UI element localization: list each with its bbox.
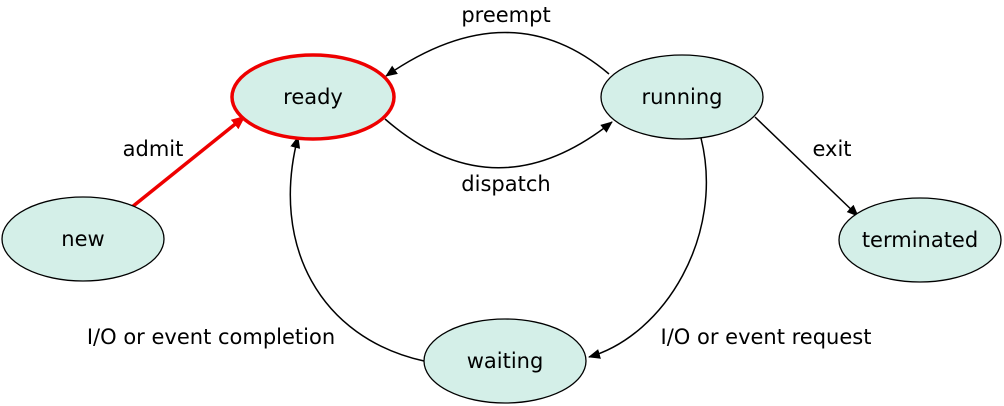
edge-exit	[754, 116, 859, 217]
node-ready: ready	[230, 53, 396, 141]
edge-label-exit: exit	[812, 137, 851, 161]
node-new: new	[1, 196, 165, 282]
edge-io-completion	[289, 136, 425, 362]
edge-dispatch	[384, 118, 613, 169]
edge-label-admit: admit	[123, 137, 184, 161]
node-terminated: terminated	[838, 197, 1002, 283]
node-running-shape	[600, 54, 764, 140]
edge-preempt	[385, 31, 610, 77]
node-new-label: new	[61, 227, 104, 251]
edge-label-preempt: preempt	[461, 3, 550, 27]
node-ready-label: ready	[283, 85, 343, 109]
node-terminated-shape	[838, 197, 1002, 283]
node-waiting: waiting	[423, 318, 587, 404]
node-terminated-label: terminated	[862, 228, 978, 252]
node-running-label: running	[641, 85, 722, 109]
edge-label-dispatch: dispatch	[461, 172, 550, 196]
edge-label-io-completion: I/O or event completion	[87, 325, 335, 349]
node-ready-shape	[230, 53, 396, 141]
edge-io-request	[588, 137, 708, 359]
node-waiting-label: waiting	[467, 349, 544, 373]
node-waiting-shape	[423, 318, 587, 404]
edge-admit	[130, 115, 246, 209]
edge-label-io-request: I/O or event request	[661, 325, 872, 349]
node-running: running	[600, 54, 764, 140]
node-new-shape	[1, 196, 165, 282]
